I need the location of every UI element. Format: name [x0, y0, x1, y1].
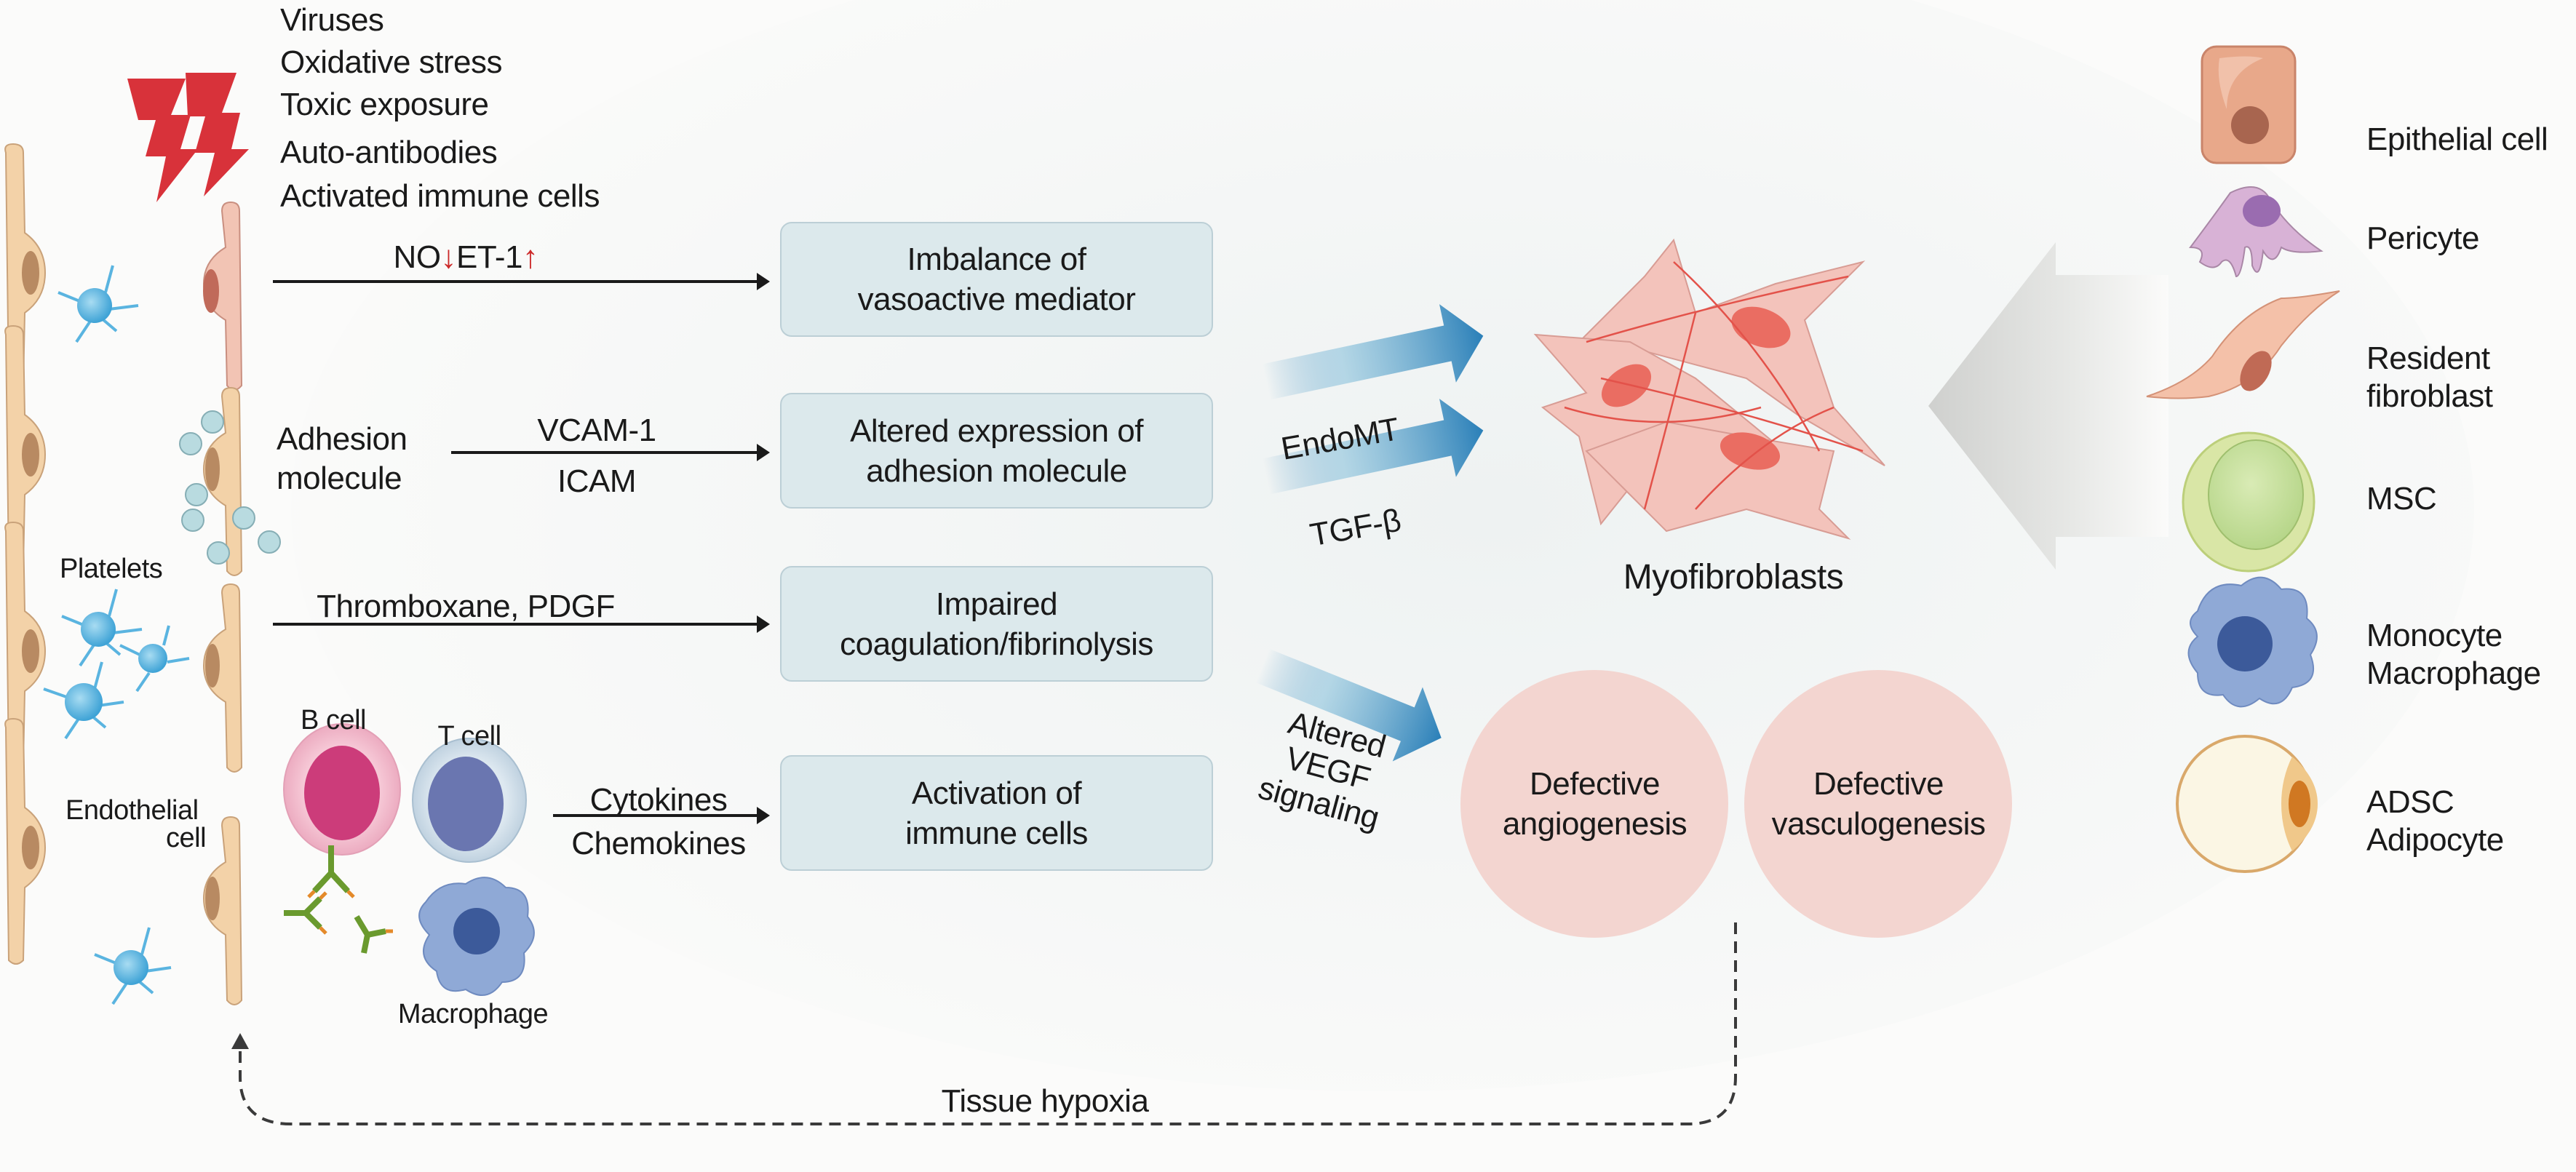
adhesion-source-line2: molecule	[277, 461, 402, 496]
mediator-arrows	[273, 280, 760, 817]
tissue-hypoxia-loop	[239, 922, 1737, 1125]
box-impaired-coagulation: Impaired coagulation/fibrinolysis	[780, 566, 1213, 682]
resident-fibroblast-icon	[2146, 290, 2340, 399]
box-line: Imbalance of	[907, 242, 1086, 277]
source-label-line: Adipocyte	[2366, 821, 2504, 858]
circle-label-line: vasculogenesis	[1771, 806, 1986, 842]
box-line: Altered expression of	[850, 412, 1143, 449]
source-label-line: fibroblast	[2366, 378, 2493, 414]
endothelial-label-line2: cell	[166, 823, 207, 853]
angiogenesis-label: Defective angiogenesis	[1460, 764, 1729, 844]
b-cell-icon	[283, 723, 401, 856]
platelets-label: Platelets	[60, 554, 163, 584]
feedback-arrowhead	[231, 1033, 249, 1049]
endomt-arrow	[1262, 304, 1484, 400]
platelet-icon	[57, 265, 139, 343]
chemokines-label: Chemokines	[571, 826, 746, 861]
source-label-line: Macrophage	[2366, 655, 2541, 691]
adsc-adipocyte-icon	[2176, 735, 2318, 873]
cytokines-label: Cytokines	[589, 782, 728, 818]
injury-lightning-icon	[127, 73, 249, 202]
vegf-arrow	[1255, 648, 1442, 762]
box-immune-activation: Activation of immune cells	[780, 755, 1213, 871]
endothelial-cell-icon	[202, 816, 243, 1005]
platelet-icon	[61, 589, 143, 667]
box-line: Activation of	[911, 775, 1082, 811]
platelet-icon	[94, 927, 172, 1005]
circle-label-line: angiogenesis	[1502, 806, 1687, 842]
t-cell-icon	[412, 738, 527, 863]
icam-label: ICAM	[557, 463, 637, 499]
down-arrow-icon: ↓	[440, 239, 457, 275]
circle-label-line: Defective	[1530, 766, 1660, 802]
platelet-icon	[119, 625, 190, 693]
adhesion-molecule-icons	[179, 410, 281, 565]
myofibroblasts-label: Myofibroblasts	[1623, 558, 1844, 597]
cause-auto-antibodies: Auto-antibodies	[280, 135, 498, 170]
source-label-line: Pericyte	[2366, 220, 2479, 256]
vcam1-label: VCAM-1	[537, 412, 656, 448]
t-cell-label: T cell	[437, 721, 501, 752]
pericyte-icon	[2189, 186, 2323, 278]
defective-angiogenesis-circle	[1460, 670, 1728, 938]
source-cells-arrow	[1928, 242, 2168, 570]
tgfb-arrow	[1262, 399, 1484, 495]
source-label-line: Resident	[2366, 340, 2490, 376]
background-glow	[291, 0, 2474, 1091]
damaged-endothelial-cell-icon	[202, 201, 243, 391]
source-label-line: MSC	[2366, 481, 2437, 517]
tissue-hypoxia-label: Tissue hypoxia	[941, 1083, 1149, 1119]
box-vasoactive-imbalance: Imbalance of vasoactive mediator	[780, 222, 1213, 337]
up-arrow-icon: ↑	[522, 239, 538, 275]
box-line: coagulation/fibrinolysis	[840, 626, 1153, 662]
source-label-line: Epithelial cell	[2366, 121, 2548, 157]
box-adhesion-expression: Altered expression of adhesion molecule	[780, 393, 1213, 509]
epithelial-cell-icon	[2201, 45, 2297, 164]
box-line: Impaired	[935, 586, 1058, 622]
cause-viruses: Viruses	[280, 2, 384, 38]
msc-icon	[2182, 431, 2315, 573]
defective-vasculogenesis-circle	[1744, 670, 2012, 938]
vasoactive-mediators-label: NO↓ET-1↑	[394, 239, 538, 276]
source-label-pericyte: Pericyte	[2366, 220, 2479, 258]
source-label-epithelial: Epithelial cell	[2366, 121, 2548, 159]
source-label-line: Monocyte	[2366, 618, 2503, 653]
box-line: immune cells	[905, 815, 1088, 851]
macrophage-icon	[418, 877, 535, 996]
endothelial-cell-icon	[4, 717, 47, 965]
et1-label: ET-1	[456, 239, 522, 275]
box-line: vasoactive mediator	[857, 282, 1136, 317]
vessel-wall-left	[4, 143, 47, 965]
no-label: NO	[393, 239, 442, 275]
thromboxane-pdgf-label: Thromboxane, PDGF	[317, 589, 615, 624]
monocyte-macrophage-icon	[2187, 576, 2318, 708]
endothelial-label-line1: Endothelial	[65, 795, 199, 826]
platelet-icon	[43, 661, 124, 740]
myofibroblast-cluster-icon	[1533, 238, 1885, 541]
cause-toxic-exposure: Toxic exposure	[280, 87, 489, 122]
adhesion-source-line1: Adhesion	[277, 421, 408, 457]
box-line: adhesion molecule	[866, 453, 1127, 489]
platelet-icons	[43, 265, 190, 1005]
b-cell-label: B cell	[301, 705, 366, 736]
circle-label-line: Defective	[1813, 766, 1944, 802]
cause-activated-immune-cells: Activated immune cells	[280, 178, 600, 214]
source-label-msc: MSC	[2366, 480, 2437, 518]
endothelial-cell-icon	[202, 386, 243, 576]
antibody-icons	[284, 845, 393, 954]
vasculogenesis-label: Defective vasculogenesis	[1744, 764, 2013, 844]
arrowheads	[757, 273, 770, 824]
cause-oxidative-stress: Oxidative stress	[280, 44, 502, 80]
vessel-wall-right	[202, 201, 243, 1005]
macrophage-label: Macrophage	[397, 999, 549, 1029]
endothelial-cell-icon	[202, 583, 243, 773]
source-label-line: ADSC	[2366, 784, 2454, 820]
